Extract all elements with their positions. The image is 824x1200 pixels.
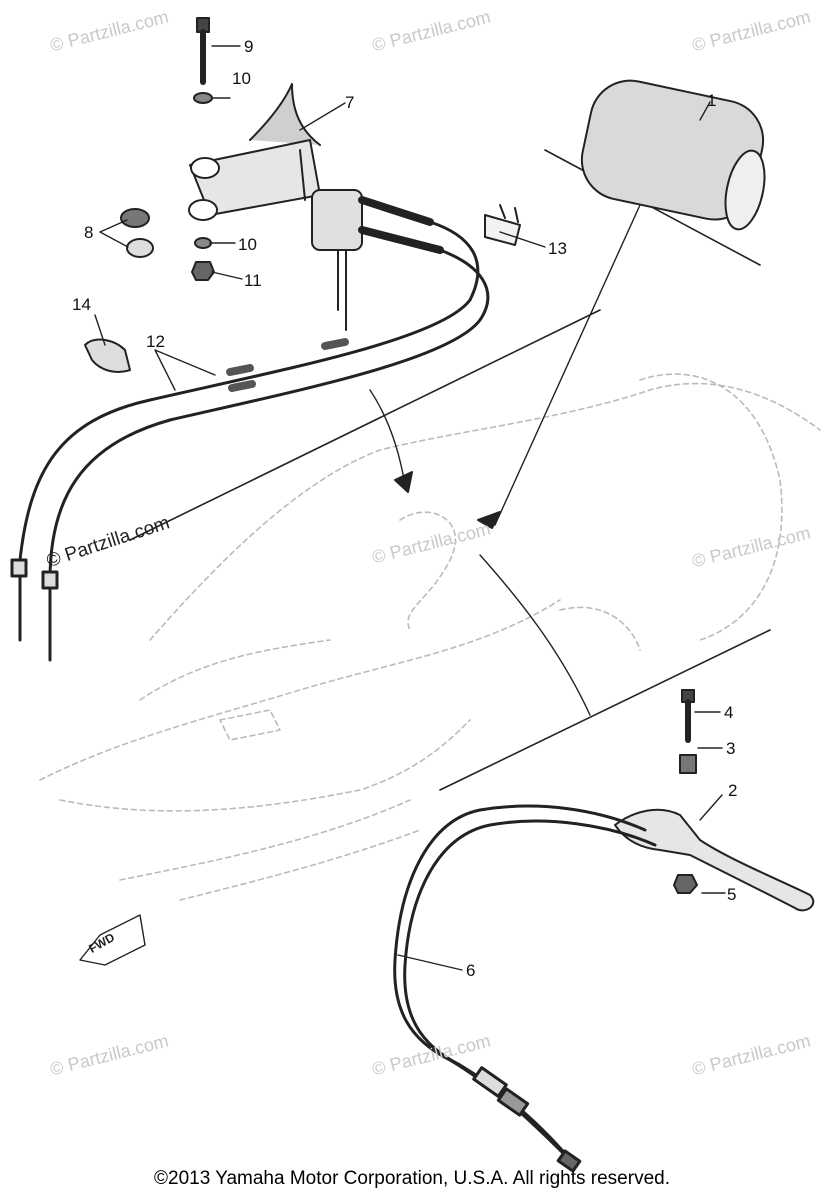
arrow-head-a <box>394 471 413 493</box>
cable-part-6 <box>393 804 657 1173</box>
label-part-9: 9 <box>244 37 254 56</box>
copyright-notice: ©2013 Yamaha Motor Corporation, U.S.A. A… <box>154 1168 670 1189</box>
bolt-part-9 <box>196 17 210 85</box>
washer-part-10-bottom <box>194 237 212 249</box>
label-part-6: 6 <box>466 961 476 980</box>
clamp-part-14 <box>84 338 131 373</box>
bushing-part-8-a <box>120 208 150 228</box>
bolt-part-4 <box>681 689 695 743</box>
bracket-part-7 <box>188 83 321 221</box>
label-part-12: 12 <box>146 332 165 351</box>
callout-boundary-upper <box>129 309 601 541</box>
label-part-2: 2 <box>728 781 738 800</box>
fwd-arrow-outline <box>79 914 146 966</box>
throttle-housing <box>311 189 444 331</box>
label-part-14: 14 <box>72 295 91 314</box>
cables-part-12 <box>10 220 490 662</box>
arrow-head-b <box>477 511 501 529</box>
label-part-13: 13 <box>548 239 567 258</box>
label-part-5: 5 <box>727 885 737 904</box>
snowmobile-outline <box>39 373 821 901</box>
label-part-3: 3 <box>726 739 736 758</box>
label-part-10-top: 10 <box>232 69 251 88</box>
bushing-part-8-b <box>126 238 154 258</box>
nut-part-5 <box>673 874 698 894</box>
collar-part-3 <box>679 754 697 774</box>
washer-part-10-top <box>193 92 213 104</box>
callout-boundary-lower <box>439 629 771 791</box>
label-part-10-bottom: 10 <box>238 235 257 254</box>
label-part-8: 8 <box>84 223 94 242</box>
label-part-1: 1 <box>707 91 717 110</box>
grip-part-1 <box>580 79 766 231</box>
nut-part-11 <box>191 261 215 281</box>
clip-part-13 <box>484 204 521 246</box>
label-part-7: 7 <box>345 93 355 112</box>
lever-part-2 <box>614 808 815 912</box>
label-part-11: 11 <box>244 271 262 290</box>
label-part-4: 4 <box>724 703 734 722</box>
